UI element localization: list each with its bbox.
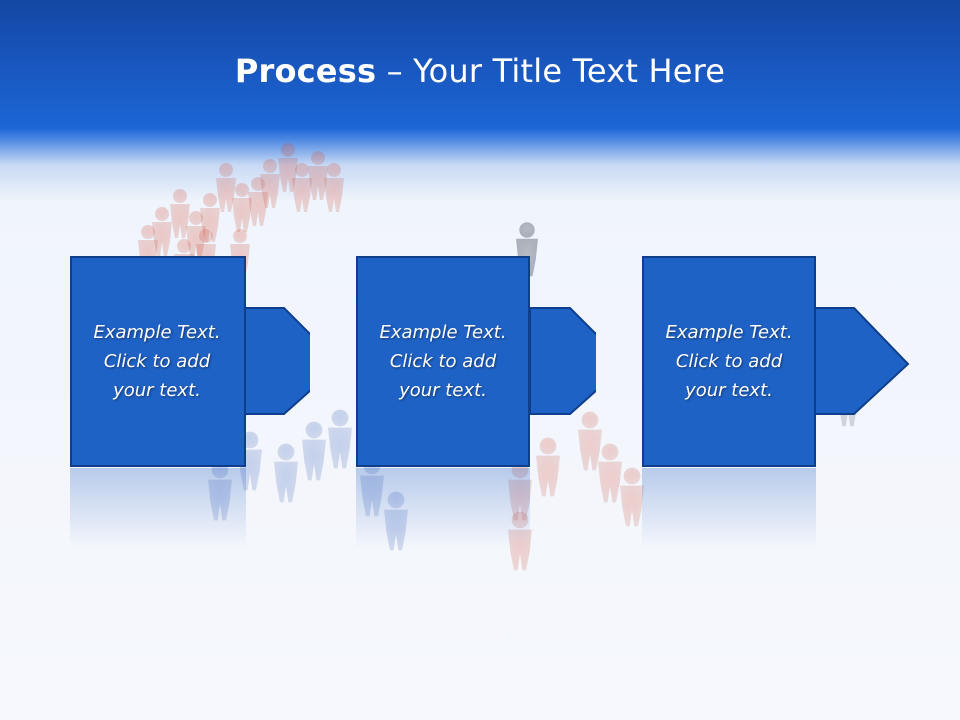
step-shape — [356, 256, 596, 467]
arrow-right-icon — [243, 307, 310, 415]
step-line-2: Click to add — [389, 350, 497, 372]
step-shape — [642, 256, 910, 467]
page-title[interactable]: Process – Your Title Text Here — [0, 52, 960, 90]
process-step-3[interactable]: Example Text. Click to add your text. — [642, 256, 912, 468]
arrow-right-icon — [529, 307, 596, 415]
person-figure — [274, 443, 298, 503]
person-figure — [620, 467, 644, 527]
step-line-1: Example Text. — [93, 321, 221, 343]
process-step-1[interactable]: Example Text. Click to add your text. — [70, 256, 310, 468]
person-figure — [508, 461, 532, 521]
step-box — [70, 256, 246, 467]
step-line-3: your text. — [685, 379, 773, 401]
person-figure — [292, 163, 312, 212]
step-line-3: your text. — [399, 379, 487, 401]
step-text[interactable]: Example Text. Click to add your text. — [70, 256, 244, 466]
title-banner — [0, 0, 960, 200]
person-figure — [216, 163, 236, 212]
title-bold: Process — [234, 52, 377, 90]
step-shape — [70, 256, 310, 467]
title-rest: – Your Title Text Here — [376, 52, 726, 90]
step-line-2: Click to add — [675, 350, 783, 372]
person-figure — [152, 207, 172, 256]
step-line-3: your text. — [113, 379, 201, 401]
step-box — [642, 256, 816, 467]
step-line-2: Click to add — [103, 350, 211, 372]
person-figure — [170, 189, 190, 238]
person-figure — [260, 159, 280, 208]
step-text[interactable]: Example Text. Click to add your text. — [356, 256, 530, 466]
person-figure — [208, 461, 232, 521]
person-figure — [598, 443, 622, 503]
person-figure — [536, 437, 560, 497]
step-line-1: Example Text. — [665, 321, 793, 343]
step-line-1: Example Text. — [379, 321, 507, 343]
person-figure — [578, 411, 602, 471]
person-figure — [308, 151, 328, 200]
person-figure — [384, 491, 408, 551]
person-figure — [328, 409, 352, 469]
person-figure — [508, 511, 532, 571]
step-box — [356, 256, 530, 467]
person-figure — [232, 183, 252, 232]
process-step-2[interactable]: Example Text. Click to add your text. — [356, 256, 596, 468]
person-figure — [324, 163, 344, 212]
arrow-right-icon — [813, 307, 910, 415]
person-figure — [302, 421, 326, 481]
step-text[interactable]: Example Text. Click to add your text. — [642, 256, 816, 466]
